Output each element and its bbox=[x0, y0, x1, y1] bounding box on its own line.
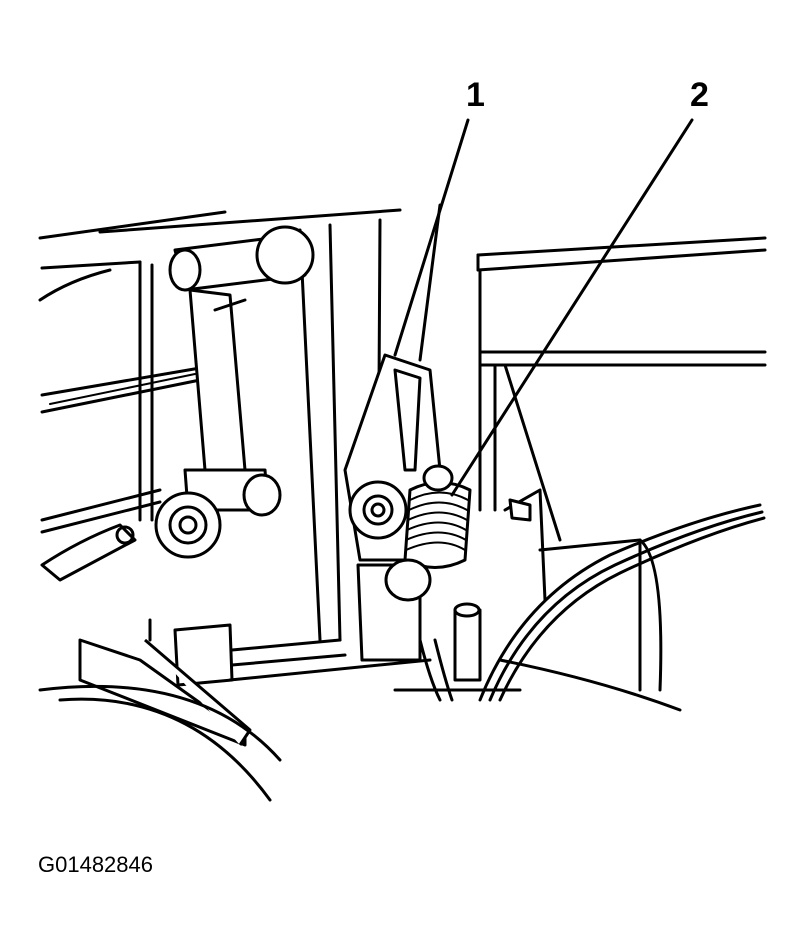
callout-label-1: 1 bbox=[466, 76, 485, 114]
linkage-arm bbox=[40, 225, 315, 582]
spring-bracket bbox=[343, 353, 547, 662]
leader-line-1 bbox=[393, 118, 470, 357]
leader-line-2 bbox=[450, 118, 694, 497]
callout-label-2: 2 bbox=[690, 76, 709, 114]
lower-housing bbox=[38, 538, 682, 802]
cable-bundle bbox=[418, 503, 766, 702]
right-housing-panel bbox=[418, 203, 767, 542]
figure-id: G01482846 bbox=[38, 852, 153, 877]
leader-lines bbox=[393, 118, 694, 497]
